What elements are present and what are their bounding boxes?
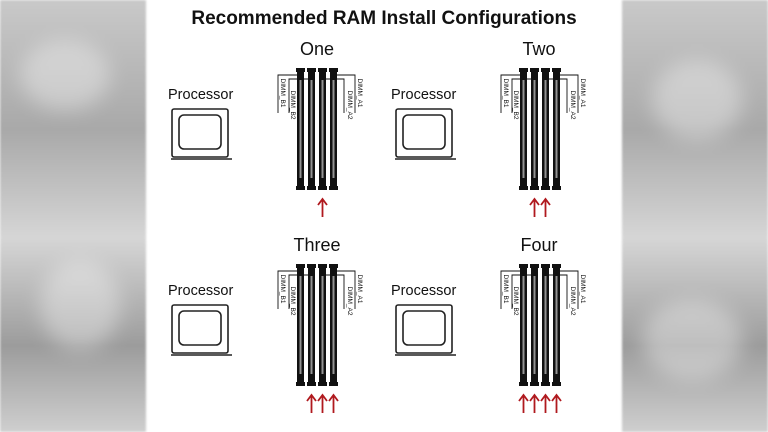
config-name: Two	[522, 39, 556, 59]
dimm-slots	[296, 68, 338, 190]
diagram-title: Recommended RAM Install Configurations	[191, 8, 577, 29]
slot-label: DIMM_B2	[512, 91, 519, 120]
slot-label: DIMM_A2	[569, 287, 576, 316]
slot-label: DIMM_A1	[579, 275, 586, 304]
dimm-slot-dimm-b1	[296, 264, 305, 386]
dimm-slot-dimm-a1	[552, 68, 561, 190]
slot-label: DIMM_B1	[502, 79, 509, 108]
install-arrow	[529, 393, 540, 413]
slot-label: DIMM_B1	[502, 275, 509, 304]
config-name: Three	[293, 235, 341, 255]
install-arrows	[529, 197, 551, 217]
dimm-slot-dimm-b2	[307, 68, 316, 190]
install-arrow	[317, 393, 328, 413]
dimm-slot-dimm-a1	[329, 264, 338, 386]
processor-chip	[395, 108, 456, 160]
dimm-slots	[519, 68, 561, 190]
slot-label: DIMM_B2	[289, 287, 296, 316]
processor-chip	[171, 108, 232, 160]
install-arrow	[540, 393, 551, 413]
install-arrow	[540, 197, 551, 217]
blurred-background-right	[622, 0, 768, 432]
dimm-slot-dimm-b2	[530, 264, 539, 386]
install-arrow	[328, 393, 339, 413]
slot-leader-lines	[277, 270, 356, 309]
install-arrow	[551, 393, 562, 413]
dimm-slot-dimm-b2	[530, 68, 539, 190]
dimm-slot-dimm-a2	[318, 68, 327, 190]
install-arrows	[518, 393, 562, 413]
slot-leader-lines	[277, 74, 356, 113]
dimm-slot-dimm-b1	[519, 68, 528, 190]
config-name: One	[299, 39, 335, 59]
dimm-slots	[519, 264, 561, 386]
slot-leader-lines	[500, 270, 579, 309]
dimm-slot-dimm-a2	[318, 264, 327, 386]
slot-label: DIMM_B2	[289, 91, 296, 120]
install-arrows	[306, 393, 339, 413]
processor-label: Processor	[391, 87, 457, 103]
install-arrow	[529, 197, 540, 217]
slot-leader-lines	[500, 74, 579, 113]
install-arrow	[317, 197, 328, 217]
slot-label: DIMM_A2	[569, 91, 576, 120]
config-name: Four	[520, 235, 558, 255]
dimm-slot-dimm-a1	[552, 264, 561, 386]
slot-label: DIMM_B1	[279, 275, 286, 304]
slot-label: DIMM_A2	[346, 287, 353, 316]
slot-label: DIMM_A1	[579, 79, 586, 108]
install-arrows	[317, 197, 328, 217]
slot-label: DIMM_B2	[512, 287, 519, 316]
dimm-slot-dimm-a1	[329, 68, 338, 190]
processor-label: Processor	[168, 87, 234, 103]
install-arrow	[518, 393, 529, 413]
slot-label: DIMM_A1	[356, 275, 363, 304]
processor-chip	[395, 304, 456, 356]
dimm-slot-dimm-a2	[541, 264, 550, 386]
dimm-slot-dimm-b1	[519, 264, 528, 386]
processor-chip	[171, 304, 232, 356]
dimm-slots	[296, 264, 338, 386]
processor-label: Processor	[391, 283, 457, 299]
slot-label: DIMM_A1	[356, 79, 363, 108]
processor-label: Processor	[168, 283, 234, 299]
slot-label: DIMM_A2	[346, 91, 353, 120]
dimm-slot-dimm-a2	[541, 68, 550, 190]
install-arrow	[306, 393, 317, 413]
dimm-slot-dimm-b2	[307, 264, 316, 386]
blurred-background-left	[0, 0, 146, 432]
slot-label: DIMM_B1	[279, 79, 286, 108]
dimm-slot-dimm-b1	[296, 68, 305, 190]
